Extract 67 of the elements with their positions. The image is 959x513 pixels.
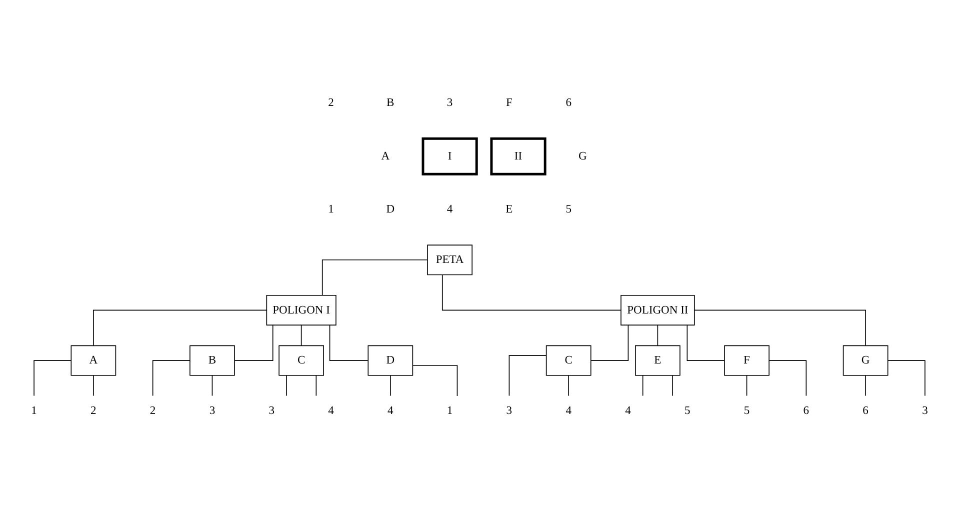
node-text: 3: [922, 404, 928, 416]
label: 2: [328, 96, 334, 109]
node-text: 5: [744, 404, 750, 416]
label: 5: [566, 203, 572, 216]
connector: [686, 324, 725, 360]
connector: [286, 374, 287, 396]
connector: [888, 360, 926, 396]
connector: [508, 354, 547, 396]
connector: [657, 324, 658, 346]
connector: [212, 374, 213, 396]
node-text: 6: [862, 404, 868, 416]
connector: [316, 374, 317, 396]
node-text: 4: [625, 404, 631, 416]
connector: [442, 274, 622, 310]
connector: [672, 374, 673, 396]
connector: [412, 364, 458, 396]
node-text: 2: [150, 404, 156, 416]
label: 6: [566, 96, 572, 109]
node-box: POLIGON II: [620, 294, 695, 325]
node-box: A: [70, 344, 116, 376]
connector: [152, 360, 190, 396]
node-box: E: [635, 344, 680, 376]
connector: [329, 324, 368, 360]
node-text: 5: [684, 404, 690, 416]
label: D: [386, 203, 395, 216]
node-box: B: [190, 344, 235, 376]
node-box: G: [842, 344, 888, 376]
label: 1: [328, 203, 334, 216]
connector: [568, 374, 569, 396]
node-box: D: [368, 344, 414, 376]
connector: [590, 324, 629, 360]
connector: [746, 374, 748, 396]
node-box: C: [546, 344, 592, 376]
node-text: 1: [31, 404, 37, 416]
connector: [768, 360, 807, 396]
node-text: 6: [803, 404, 810, 416]
label: F: [506, 96, 512, 109]
connector: [93, 309, 267, 346]
label: B: [386, 96, 394, 109]
label: E: [506, 203, 513, 216]
node-box: F: [724, 344, 770, 376]
node-box: I: [422, 136, 478, 175]
node-text: 3: [506, 404, 512, 416]
node-box: C: [278, 344, 324, 376]
label: 3: [446, 96, 453, 109]
label: A: [381, 150, 390, 162]
node-text: 4: [388, 404, 394, 416]
node-text: 3: [209, 404, 216, 416]
connector: [390, 374, 391, 396]
node-text: 4: [566, 404, 572, 416]
connector: [642, 374, 644, 396]
connector: [694, 309, 866, 346]
connector: [865, 374, 866, 396]
connector: [34, 360, 72, 396]
label: G: [578, 150, 587, 162]
node-text: 2: [90, 404, 96, 416]
connector: [234, 324, 274, 360]
connector: [300, 324, 302, 346]
connector: [322, 258, 428, 296]
node-box: POLIGON I: [266, 294, 336, 325]
node-box: PETA: [427, 244, 472, 275]
node-box: II: [490, 136, 546, 175]
label: 4: [446, 203, 453, 216]
connector: [93, 374, 94, 396]
node-text: 3: [268, 404, 274, 416]
node-text: 4: [328, 404, 334, 416]
node-text: 1: [446, 404, 453, 416]
